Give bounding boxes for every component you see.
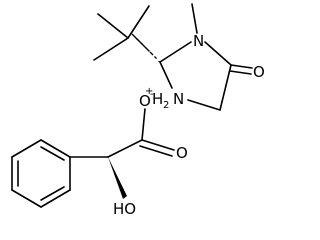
hydroxyl-ho: HO bbox=[113, 200, 136, 218]
bond-c4-c5 bbox=[219, 64, 232, 111]
ring-carbonyl-oxygen: O bbox=[253, 63, 265, 81]
bond-carboxyl-o-double-b bbox=[139, 145, 173, 157]
carboxylate-o-minus: O bbox=[139, 92, 151, 110]
bond-c2-n3 bbox=[159, 41, 192, 63]
structure-canvas: N O + H 2 N O - O HO bbox=[11, 3, 265, 218]
bond-alpha-carboxyl-c bbox=[107, 139, 143, 158]
carboxylate-o: O bbox=[176, 144, 188, 162]
wedge-bond-oh bbox=[108, 157, 127, 199]
bond-c5-n1 bbox=[187, 99, 221, 111]
n-methyl-atom: N bbox=[193, 32, 204, 50]
mandelate-anion: O - O HO bbox=[11, 89, 188, 218]
chemical-structure: N O + H 2 N O - O HO bbox=[11, 3, 265, 218]
bond-tbu-me-left bbox=[93, 37, 129, 61]
bond-carboxyl-o-minus bbox=[141, 108, 146, 141]
bond-n1-c2 bbox=[159, 61, 173, 89]
benzene-bond-1 bbox=[40, 139, 71, 158]
hashed-wedge-bond bbox=[131, 33, 160, 62]
benzene-bond-2 bbox=[11, 139, 42, 158]
benzene-bond-5 bbox=[40, 189, 71, 208]
imidazolidinone-cation: N O + H 2 N bbox=[93, 3, 265, 111]
bond-c4-o-double-a bbox=[230, 64, 253, 69]
bond-carboxyl-o-double-a bbox=[141, 139, 175, 151]
ammonium-n: N bbox=[173, 90, 184, 108]
bond-n3-c4 bbox=[204, 41, 232, 66]
carboxylate-charge: - bbox=[150, 89, 154, 100]
bond-tbu-me-upper-right bbox=[127, 5, 150, 39]
ammonium-charge: + bbox=[145, 86, 153, 97]
benzene-inner-double-3 bbox=[40, 186, 65, 201]
bond-tbu-me-upper-left bbox=[97, 13, 129, 39]
benzene-bond-4 bbox=[11, 189, 42, 208]
ammonium-h-subscript: 2 bbox=[163, 100, 169, 111]
benzene-inner-double-1 bbox=[40, 146, 65, 161]
bond-n3-methyl bbox=[191, 3, 198, 34]
bond-c4-o-double-b bbox=[229, 70, 252, 75]
ammonium-h: H bbox=[152, 90, 163, 108]
